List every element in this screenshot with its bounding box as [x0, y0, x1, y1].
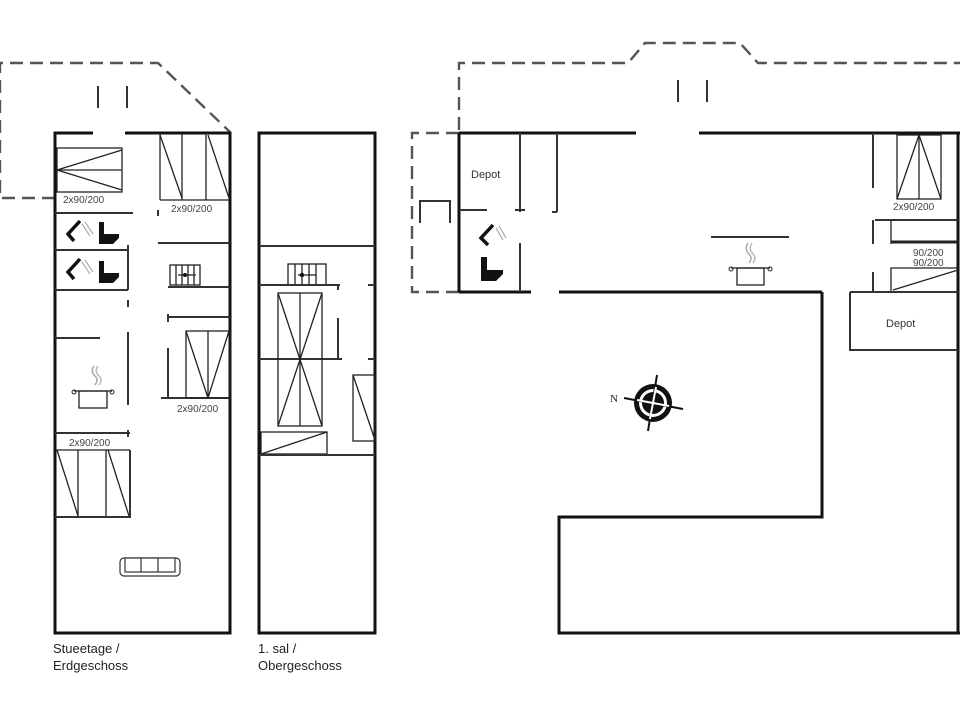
- stove-pot-icon: [728, 242, 773, 286]
- annex-outer-wall: [557, 292, 960, 635]
- sofa-icon: [119, 557, 181, 577]
- ground-floor-plan: 2x90/200 2x90/200: [0, 61, 232, 635]
- depot-wall: [849, 292, 958, 351]
- caption-line: Stueetage /: [53, 641, 120, 656]
- bed-size-label: 2x90/200: [893, 202, 935, 213]
- bed-size-label: 90/200: [913, 248, 944, 259]
- bed-icon: [277, 292, 323, 427]
- compass-rose-icon: N: [610, 374, 684, 432]
- bed-icon: [260, 431, 328, 455]
- annex-plan: Depot 2x90/200: [410, 41, 960, 635]
- bed-icon: [352, 374, 376, 442]
- caption-line: Erdgeschoss: [53, 658, 129, 673]
- first-floor-plan: [257, 131, 377, 635]
- bed-size-label: 2x90/200: [177, 404, 219, 415]
- bed-size-label: 2x90/200: [171, 204, 213, 215]
- bed-size-label: 2x90/200: [69, 438, 111, 449]
- staircase-icon: [287, 263, 327, 286]
- caption-line: Obergeschoss: [258, 658, 342, 673]
- terrace-outline: [457, 41, 960, 130]
- floor-caption-ground: Stueetage / Erdgeschoss: [53, 640, 128, 674]
- shower-icon: [65, 219, 94, 243]
- bed-icon: [56, 147, 123, 193]
- toilet-icon: [481, 257, 503, 281]
- caption-line: 1. sal /: [258, 641, 297, 656]
- stove-pot-icon: [71, 365, 115, 409]
- bed-size-label: 90/200: [913, 258, 944, 269]
- toilet-icon: [99, 222, 119, 244]
- bed-icon: [896, 134, 942, 200]
- toilet-icon: [99, 261, 119, 283]
- terrace-outline: [0, 61, 231, 200]
- carport-outline: [410, 131, 459, 294]
- bed-icon: [185, 330, 231, 399]
- room-label-depot: Depot: [886, 318, 915, 330]
- floor-caption-first: 1. sal / Obergeschoss: [258, 640, 342, 674]
- shower-icon: [478, 223, 507, 247]
- room-label-depot: Depot: [471, 169, 500, 181]
- compass-north-label: N: [610, 393, 618, 405]
- shower-icon: [65, 257, 94, 281]
- bed-size-label: 2x90/200: [63, 195, 105, 206]
- staircase-icon: [169, 264, 201, 286]
- bed-icon: [890, 267, 959, 291]
- bed-icon: [55, 449, 131, 518]
- outdoor-fixture: [419, 200, 451, 223]
- first-floor-outer-wall: [257, 131, 377, 635]
- bed-icon: [159, 133, 230, 201]
